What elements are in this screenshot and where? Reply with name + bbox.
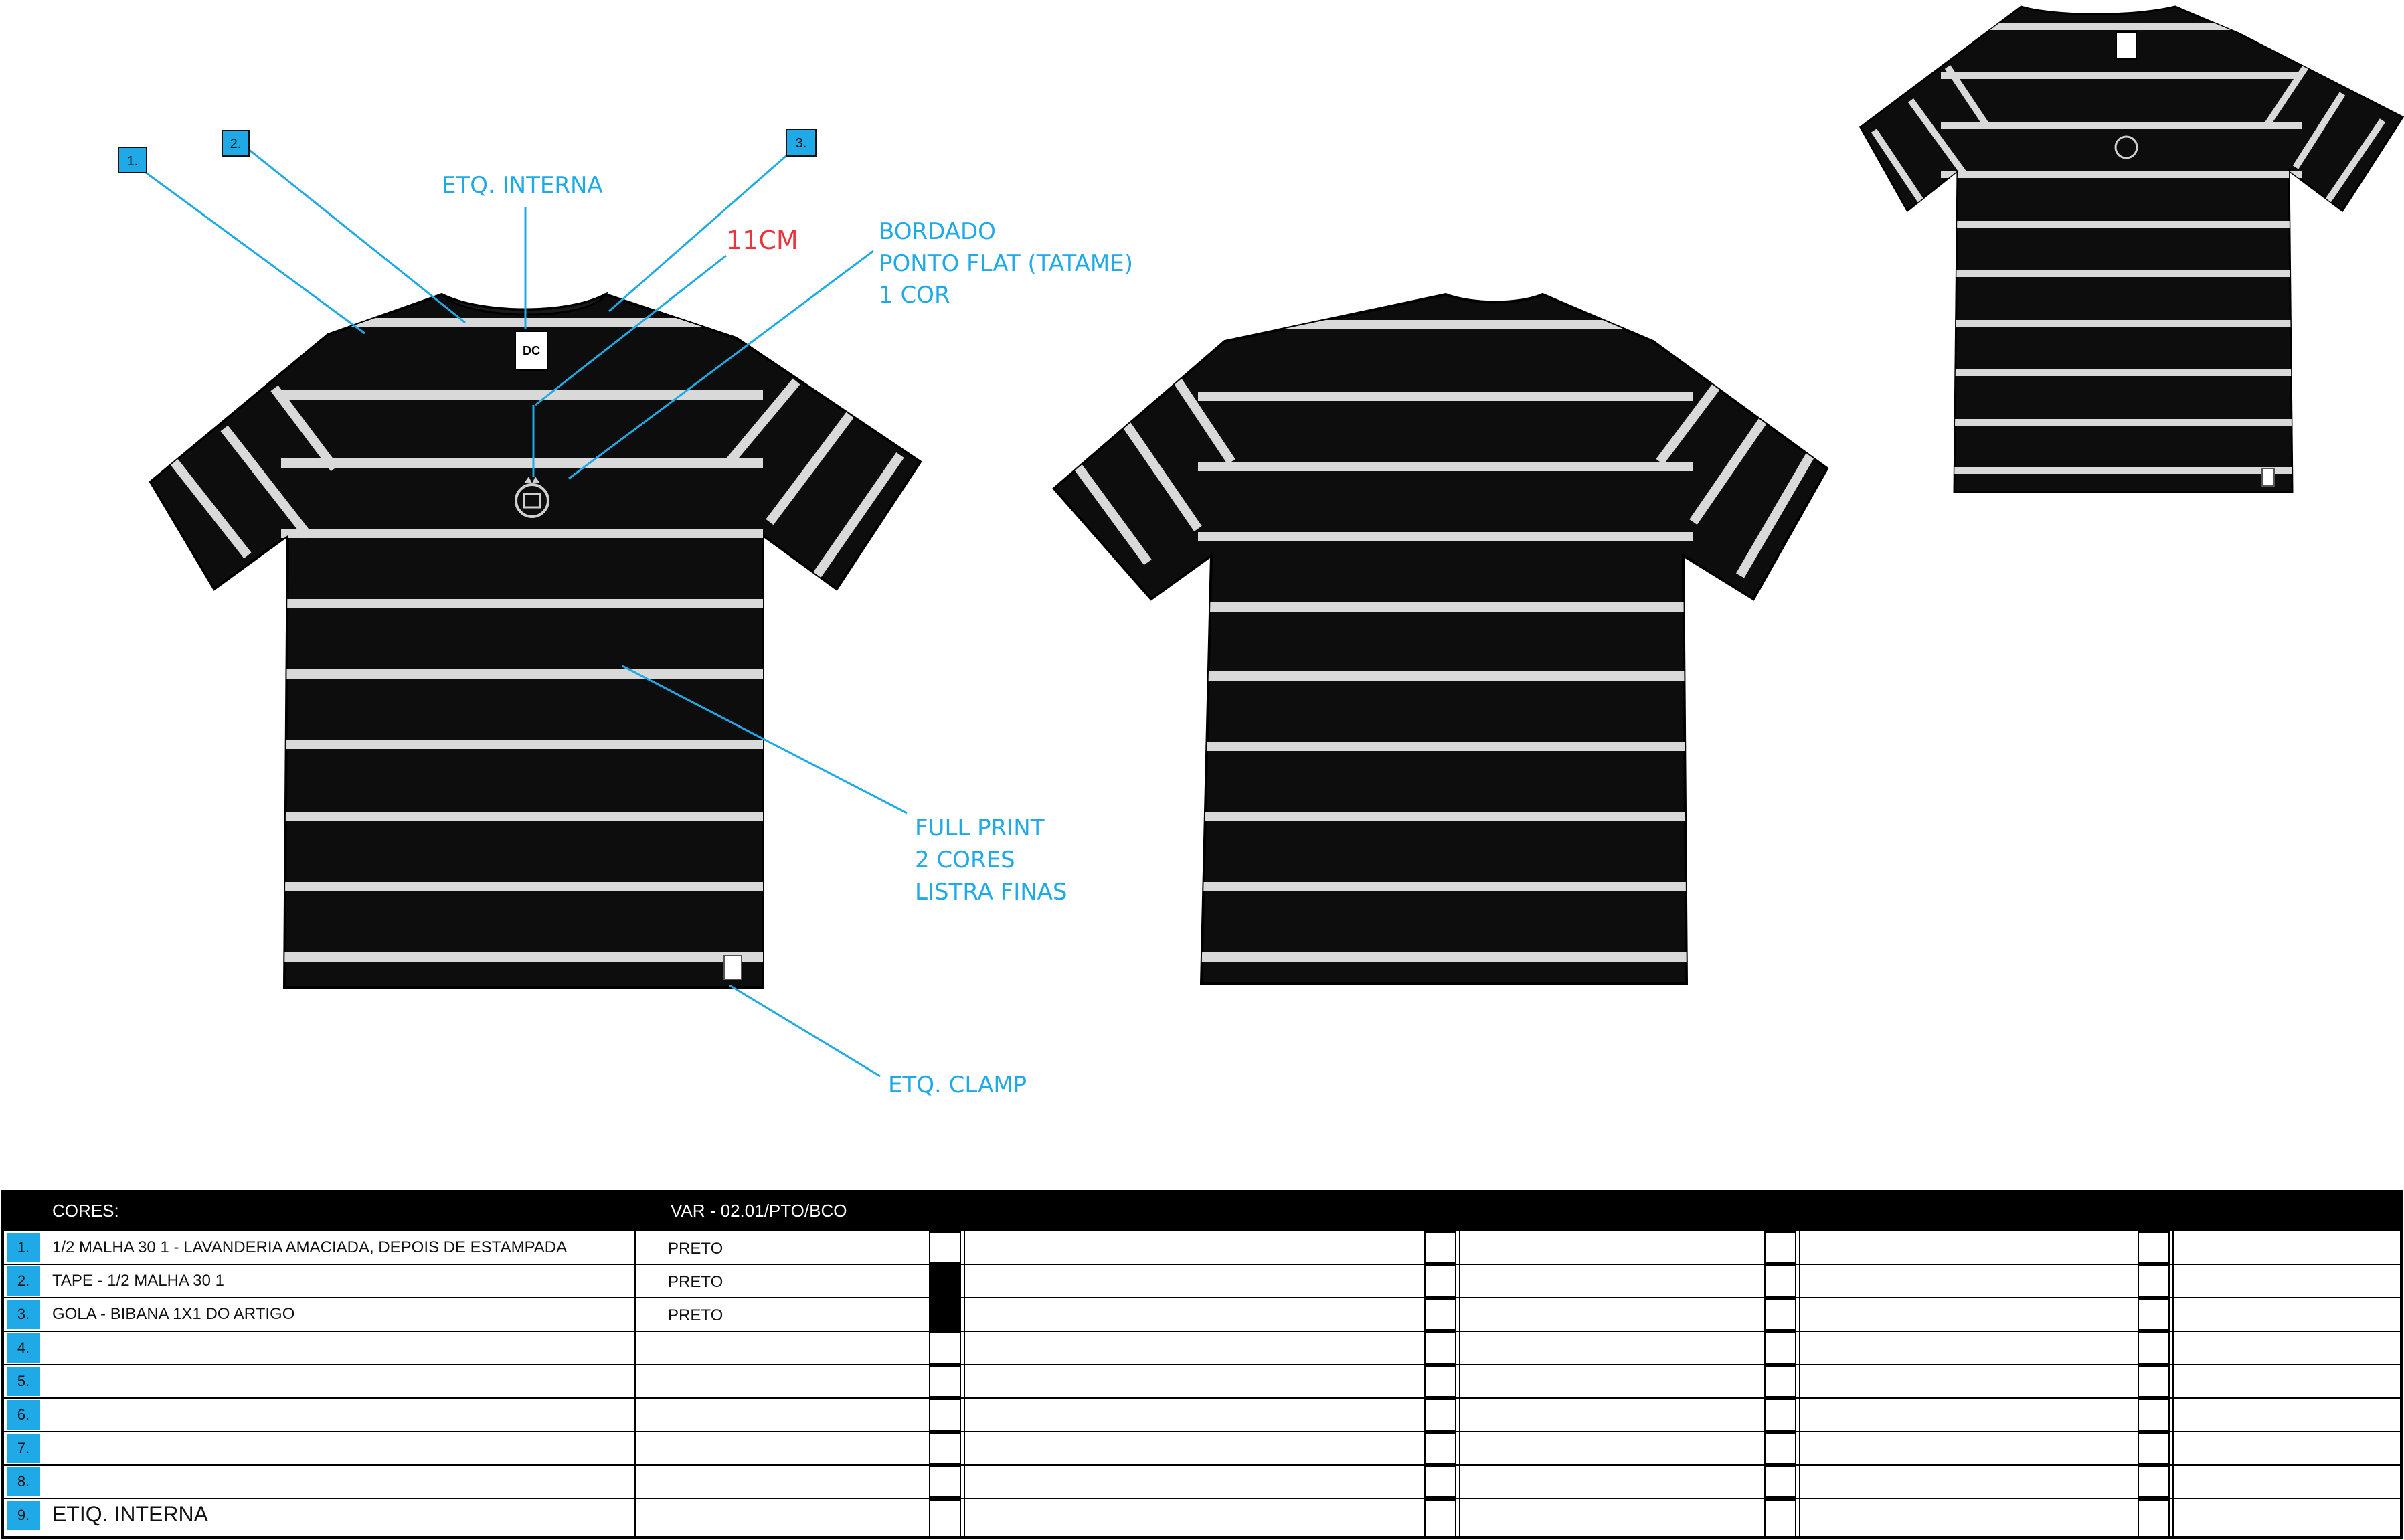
spec-header-variant: VAR - 02.01/PTO/BCO	[671, 1201, 847, 1221]
svg-text:2.: 2.	[230, 137, 242, 151]
color-swatch	[1424, 1399, 1456, 1431]
tee-preview	[1859, 5, 2404, 493]
color-swatch	[2138, 1432, 2170, 1464]
table-row: 2. TAPE - 1/2 MALHA 30 1 PRETO	[4, 1264, 2400, 1297]
color-swatch	[1764, 1499, 1796, 1537]
color-swatch	[929, 1265, 961, 1297]
color-swatch	[1424, 1499, 1456, 1537]
callout-bordado-3: 1 COR	[879, 282, 950, 309]
row-number: 3.	[7, 1300, 40, 1329]
color-swatch	[1764, 1466, 1796, 1498]
row-color: PRETO	[668, 1239, 723, 1258]
col-divider	[1459, 1230, 1460, 1536]
color-swatch	[929, 1399, 961, 1431]
col-divider	[634, 1230, 636, 1536]
color-swatch	[2138, 1231, 2170, 1264]
col-divider	[1799, 1230, 1800, 1536]
callout-full-print-3: LISTRA FINAS	[915, 879, 1067, 906]
color-swatch	[2138, 1298, 2170, 1331]
table-row: 8.	[4, 1464, 2400, 1498]
garment-artwork: DC	[118, 5, 2404, 1098]
table-row: 6.	[4, 1397, 2400, 1431]
row-color: PRETO	[668, 1273, 723, 1291]
color-swatch	[929, 1332, 961, 1364]
color-swatch	[2138, 1399, 2170, 1431]
table-row: 9. ETIQ. INTERNA	[4, 1498, 2400, 1539]
color-swatch	[1424, 1231, 1456, 1264]
row-number: 5.	[7, 1367, 40, 1396]
callout-etq-interna: ETQ. INTERNA	[442, 172, 603, 199]
badge-1: 1.	[118, 147, 147, 173]
row-number: 8.	[7, 1467, 40, 1496]
color-swatch	[1424, 1466, 1456, 1498]
callout-bordado-1: BORDADO	[879, 218, 996, 245]
svg-text:1.: 1.	[127, 154, 139, 169]
row-number: 7.	[7, 1434, 40, 1463]
color-swatch	[1764, 1432, 1796, 1464]
row-number: 6.	[7, 1400, 40, 1430]
color-swatch	[1424, 1332, 1456, 1364]
callout-bordado-2: PONTO FLAT (TATAME)	[879, 250, 1133, 277]
color-swatch	[1764, 1365, 1796, 1397]
clamp-label	[723, 955, 742, 980]
row-number: 9.	[7, 1501, 40, 1530]
spec-table: CORES: VAR - 02.01/PTO/BCO 1. 1/2 MALHA …	[1, 1190, 2403, 1539]
callout-measure: 11CM	[726, 226, 798, 255]
col-divider	[964, 1230, 965, 1536]
color-swatch	[2138, 1365, 2170, 1397]
callout-etq-clamp: ETQ. CLAMP	[888, 1072, 1027, 1098]
callout-full-print-2: 2 CORES	[915, 847, 1015, 873]
preview-stripes	[1871, 23, 2386, 474]
color-swatch	[929, 1499, 961, 1537]
tee-front: DC	[149, 291, 922, 989]
row-color: PRETO	[668, 1306, 723, 1324]
color-swatch	[1764, 1399, 1796, 1431]
color-swatch	[1424, 1432, 1456, 1464]
tee-back	[1052, 292, 1829, 985]
spec-header: CORES: VAR - 02.01/PTO/BCO	[4, 1193, 2400, 1230]
svg-text:3.: 3.	[796, 136, 807, 151]
table-row: 4.	[4, 1331, 2400, 1364]
callout-leaders	[145, 143, 908, 1078]
color-swatch	[929, 1298, 961, 1331]
color-swatch	[1764, 1265, 1796, 1297]
row-number: 1.	[7, 1233, 40, 1262]
row-description: ETIQ. INTERNA	[52, 1502, 208, 1526]
badge-2: 2.	[222, 130, 250, 157]
spec-header-cores: CORES:	[52, 1201, 119, 1221]
color-swatch	[1424, 1265, 1456, 1297]
color-swatch	[929, 1365, 961, 1397]
crest-emblem	[515, 477, 549, 518]
color-swatch	[2138, 1466, 2170, 1498]
color-swatch	[929, 1231, 961, 1264]
front-stripes	[170, 318, 904, 962]
col-divider	[2172, 1230, 2174, 1536]
color-swatch	[2138, 1332, 2170, 1364]
row-description: GOLA - BIBANA 1X1 DO ARTIGO	[52, 1305, 295, 1323]
color-swatch	[2138, 1499, 2170, 1537]
callout-full-print-1: FULL PRINT	[915, 815, 1045, 841]
row-number: 4.	[7, 1333, 40, 1363]
inner-label-logo: DC	[523, 344, 540, 357]
row-number: 2.	[7, 1266, 40, 1296]
table-row: 5.	[4, 1364, 2400, 1397]
color-swatch	[1424, 1298, 1456, 1331]
back-stripes	[1070, 320, 1815, 962]
row-description: 1/2 MALHA 30 1 - LAVANDERIA AMACIADA, DE…	[52, 1238, 568, 1256]
badge-3: 3.	[786, 129, 817, 157]
table-row: 3. GOLA - BIBANA 1X1 DO ARTIGO PRETO	[4, 1297, 2400, 1331]
table-row: 1. 1/2 MALHA 30 1 - LAVANDERIA AMACIADA,…	[4, 1230, 2400, 1264]
color-swatch	[2138, 1265, 2170, 1297]
color-swatch	[929, 1466, 961, 1498]
color-swatch	[1424, 1365, 1456, 1397]
color-swatch	[1764, 1298, 1796, 1331]
table-row: 7.	[4, 1431, 2400, 1464]
color-swatch	[1764, 1231, 1796, 1264]
inner-label	[515, 331, 548, 371]
color-swatch	[1764, 1332, 1796, 1364]
color-swatch	[929, 1432, 961, 1464]
row-description: TAPE - 1/2 MALHA 30 1	[52, 1272, 225, 1290]
